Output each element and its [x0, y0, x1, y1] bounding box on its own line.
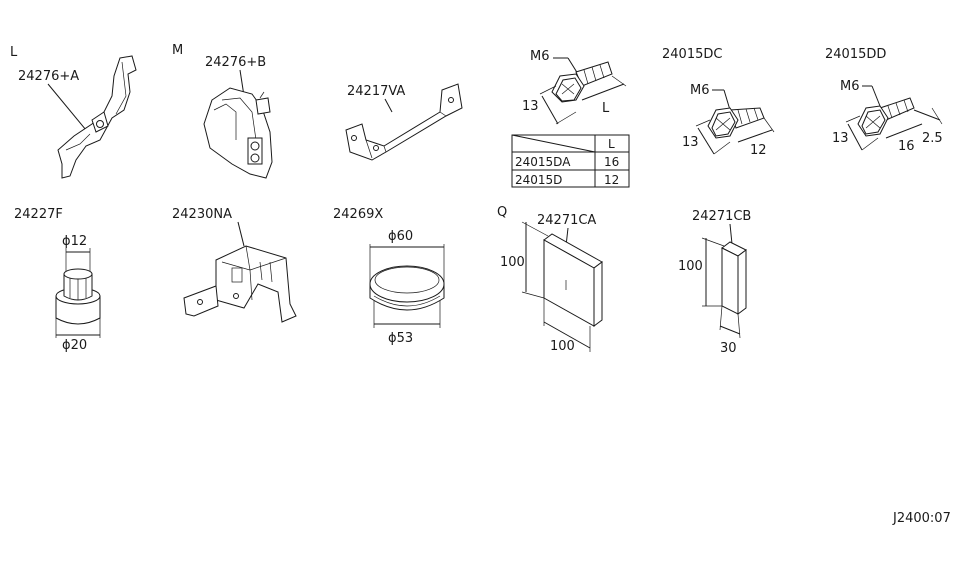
bolt1-len-dim	[581, 83, 625, 101]
leader-24276a	[47, 83, 87, 131]
bolt1-thread-leader	[567, 57, 579, 75]
cb-height-label: 100	[678, 259, 703, 274]
section-letter-m: M	[172, 43, 183, 58]
length-table	[511, 134, 630, 188]
bolt1-head-label: 13	[522, 99, 539, 114]
dd-head-ext2	[861, 137, 879, 151]
bolt1	[551, 61, 613, 103]
dd-head-ext1	[845, 115, 861, 123]
dd-tip-ext	[931, 107, 943, 125]
dc-len-dim	[737, 129, 773, 143]
bracket-24217va	[345, 83, 463, 161]
bolt1-head-ext2	[555, 111, 577, 125]
ca-width-dim	[543, 321, 591, 349]
ca-width-label: 100	[550, 339, 575, 354]
bolt1-thread-label: M6	[530, 49, 550, 64]
dc-head-ext2	[713, 141, 731, 155]
pad-24271ca	[543, 233, 603, 327]
bolt1-head-ext1	[539, 85, 557, 95]
dd-head-label: 13	[832, 131, 849, 146]
cap-24227f	[55, 268, 101, 325]
dd-tip-label: 2.5	[922, 131, 943, 146]
diagram-code: J2400:07	[892, 511, 951, 526]
table-header-len: L	[608, 137, 615, 151]
part-label-24271ca: 24271CA	[537, 213, 596, 228]
table-row-1-part: 24015DA	[515, 155, 571, 169]
clip-24276a	[57, 55, 137, 179]
bracket-24230na	[183, 245, 297, 323]
f-top-label: ϕ12	[62, 234, 87, 249]
ca-height-ext2	[521, 291, 545, 299]
section-letter-l: L	[10, 45, 18, 60]
dd-thread-leader	[871, 85, 881, 107]
dc-thread-label: M6	[690, 83, 710, 98]
part-label-24230na: 24230NA	[172, 207, 232, 222]
bolt1-len-label: L	[602, 101, 610, 116]
table-row-1-len: 16	[604, 155, 619, 169]
part-label-24276a: 24276+A	[18, 69, 79, 84]
part-label-24015dd: 24015DD	[825, 47, 886, 62]
table-row-2-part: 24015D	[515, 173, 562, 187]
dd-len-dim	[885, 123, 923, 139]
dc-head-label: 13	[682, 135, 699, 150]
part-label-24015dc: 24015DC	[662, 47, 722, 62]
table-row-2-len: 12	[604, 173, 619, 187]
part-label-24271cb: 24271CB	[692, 209, 751, 224]
dd-head-dim	[847, 123, 863, 151]
dc-head-dim	[697, 127, 715, 155]
section-letter-q: Q	[497, 205, 507, 220]
leader-24217va	[384, 98, 393, 113]
dd-len-label: 16	[898, 139, 915, 154]
ca-height-ext1	[521, 221, 549, 237]
bolt-24015dc	[707, 107, 765, 139]
leader-24271cb	[729, 223, 733, 245]
part-label-24276b: 24276+B	[205, 55, 266, 70]
dc-head-ext1	[695, 119, 711, 127]
bolt1-head-dim	[541, 95, 559, 125]
bolt1-len-ext	[611, 75, 627, 87]
cb-width-dim	[719, 325, 741, 335]
part-label-24269x: 24269X	[333, 207, 383, 222]
dc-thread-leader	[723, 89, 731, 111]
ca-height-label: 100	[500, 255, 525, 270]
dc-len-label: 12	[750, 143, 767, 158]
cb-width-ext1	[719, 305, 723, 331]
dd-thread-label: M6	[840, 79, 860, 94]
clip-24276b	[203, 87, 273, 179]
bolt-24015dd	[857, 97, 915, 137]
x-bottom-label: ϕ53	[388, 331, 413, 346]
cb-width-label: 30	[720, 341, 737, 356]
pad-24271cb	[721, 241, 747, 315]
grommet-24269x	[369, 265, 445, 311]
cb-width-ext2	[737, 313, 741, 339]
leader-24230na	[237, 221, 245, 247]
dd-tip-dim	[913, 109, 941, 121]
part-label-24227f: 24227F	[14, 207, 63, 222]
part-label-24217va: 24217VA	[347, 84, 405, 99]
cb-height-ext1	[701, 237, 725, 247]
dc-len-ext	[763, 117, 775, 133]
f-bottom-label: ϕ20	[62, 338, 87, 353]
x-top-label: ϕ60	[388, 229, 413, 244]
